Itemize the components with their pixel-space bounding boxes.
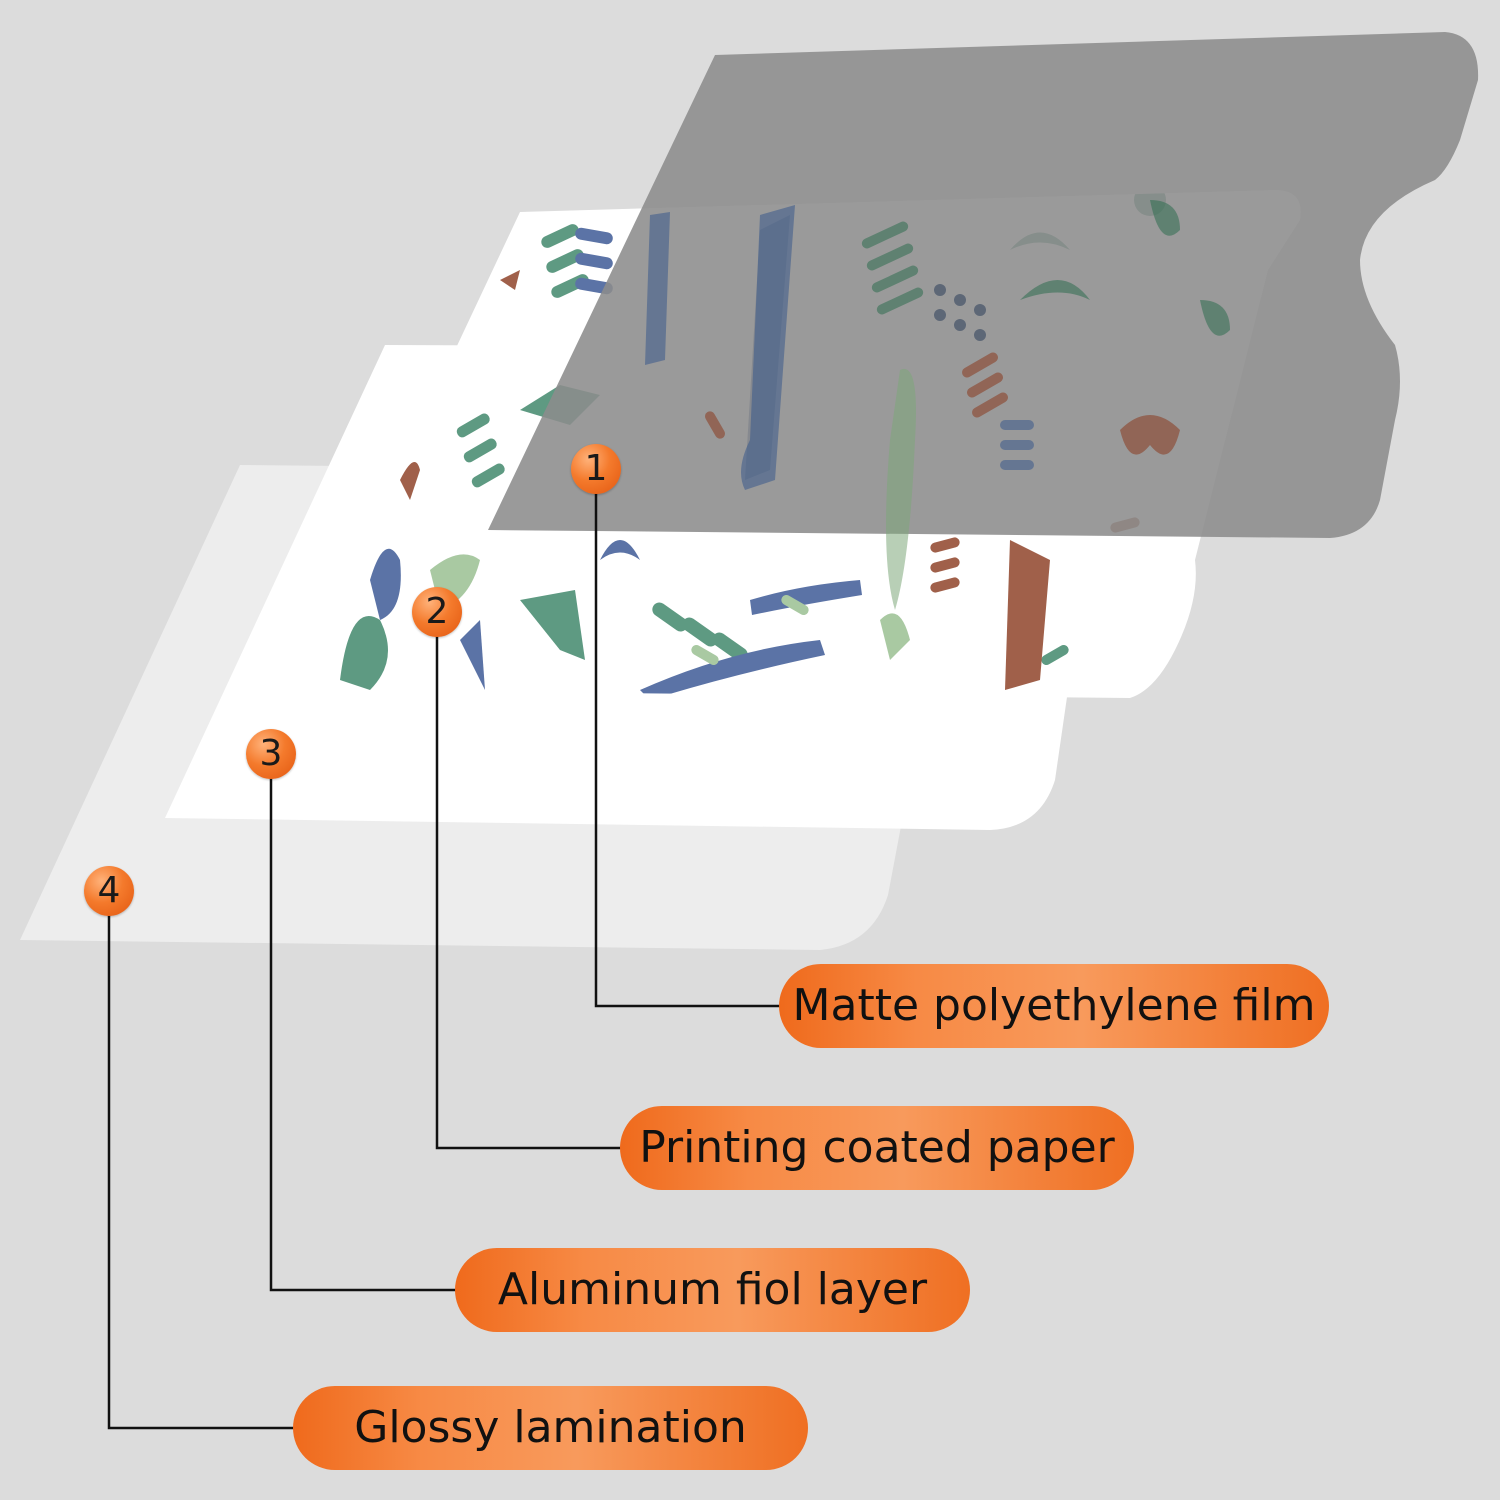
leader-line-4 xyxy=(107,912,300,1430)
layer-2-label: Printing coated paper xyxy=(620,1106,1134,1190)
layer-3-number-badge: 3 xyxy=(246,729,296,779)
leader-line-1 xyxy=(594,490,785,1008)
layer-4-number-badge: 4 xyxy=(84,866,134,916)
layer-2-number-badge: 2 xyxy=(412,587,462,637)
layer-1-number-badge: 1 xyxy=(571,444,621,494)
matte-polyethylene-film-sheet xyxy=(488,32,1479,610)
layer-4-label: Glossy lamination xyxy=(293,1386,808,1470)
layer-3-label: Aluminum fiol layer xyxy=(455,1248,970,1332)
leader-line-2 xyxy=(435,633,628,1150)
leader-line-3 xyxy=(269,776,462,1292)
layer-1-label: Matte polyethylene film xyxy=(779,964,1329,1048)
